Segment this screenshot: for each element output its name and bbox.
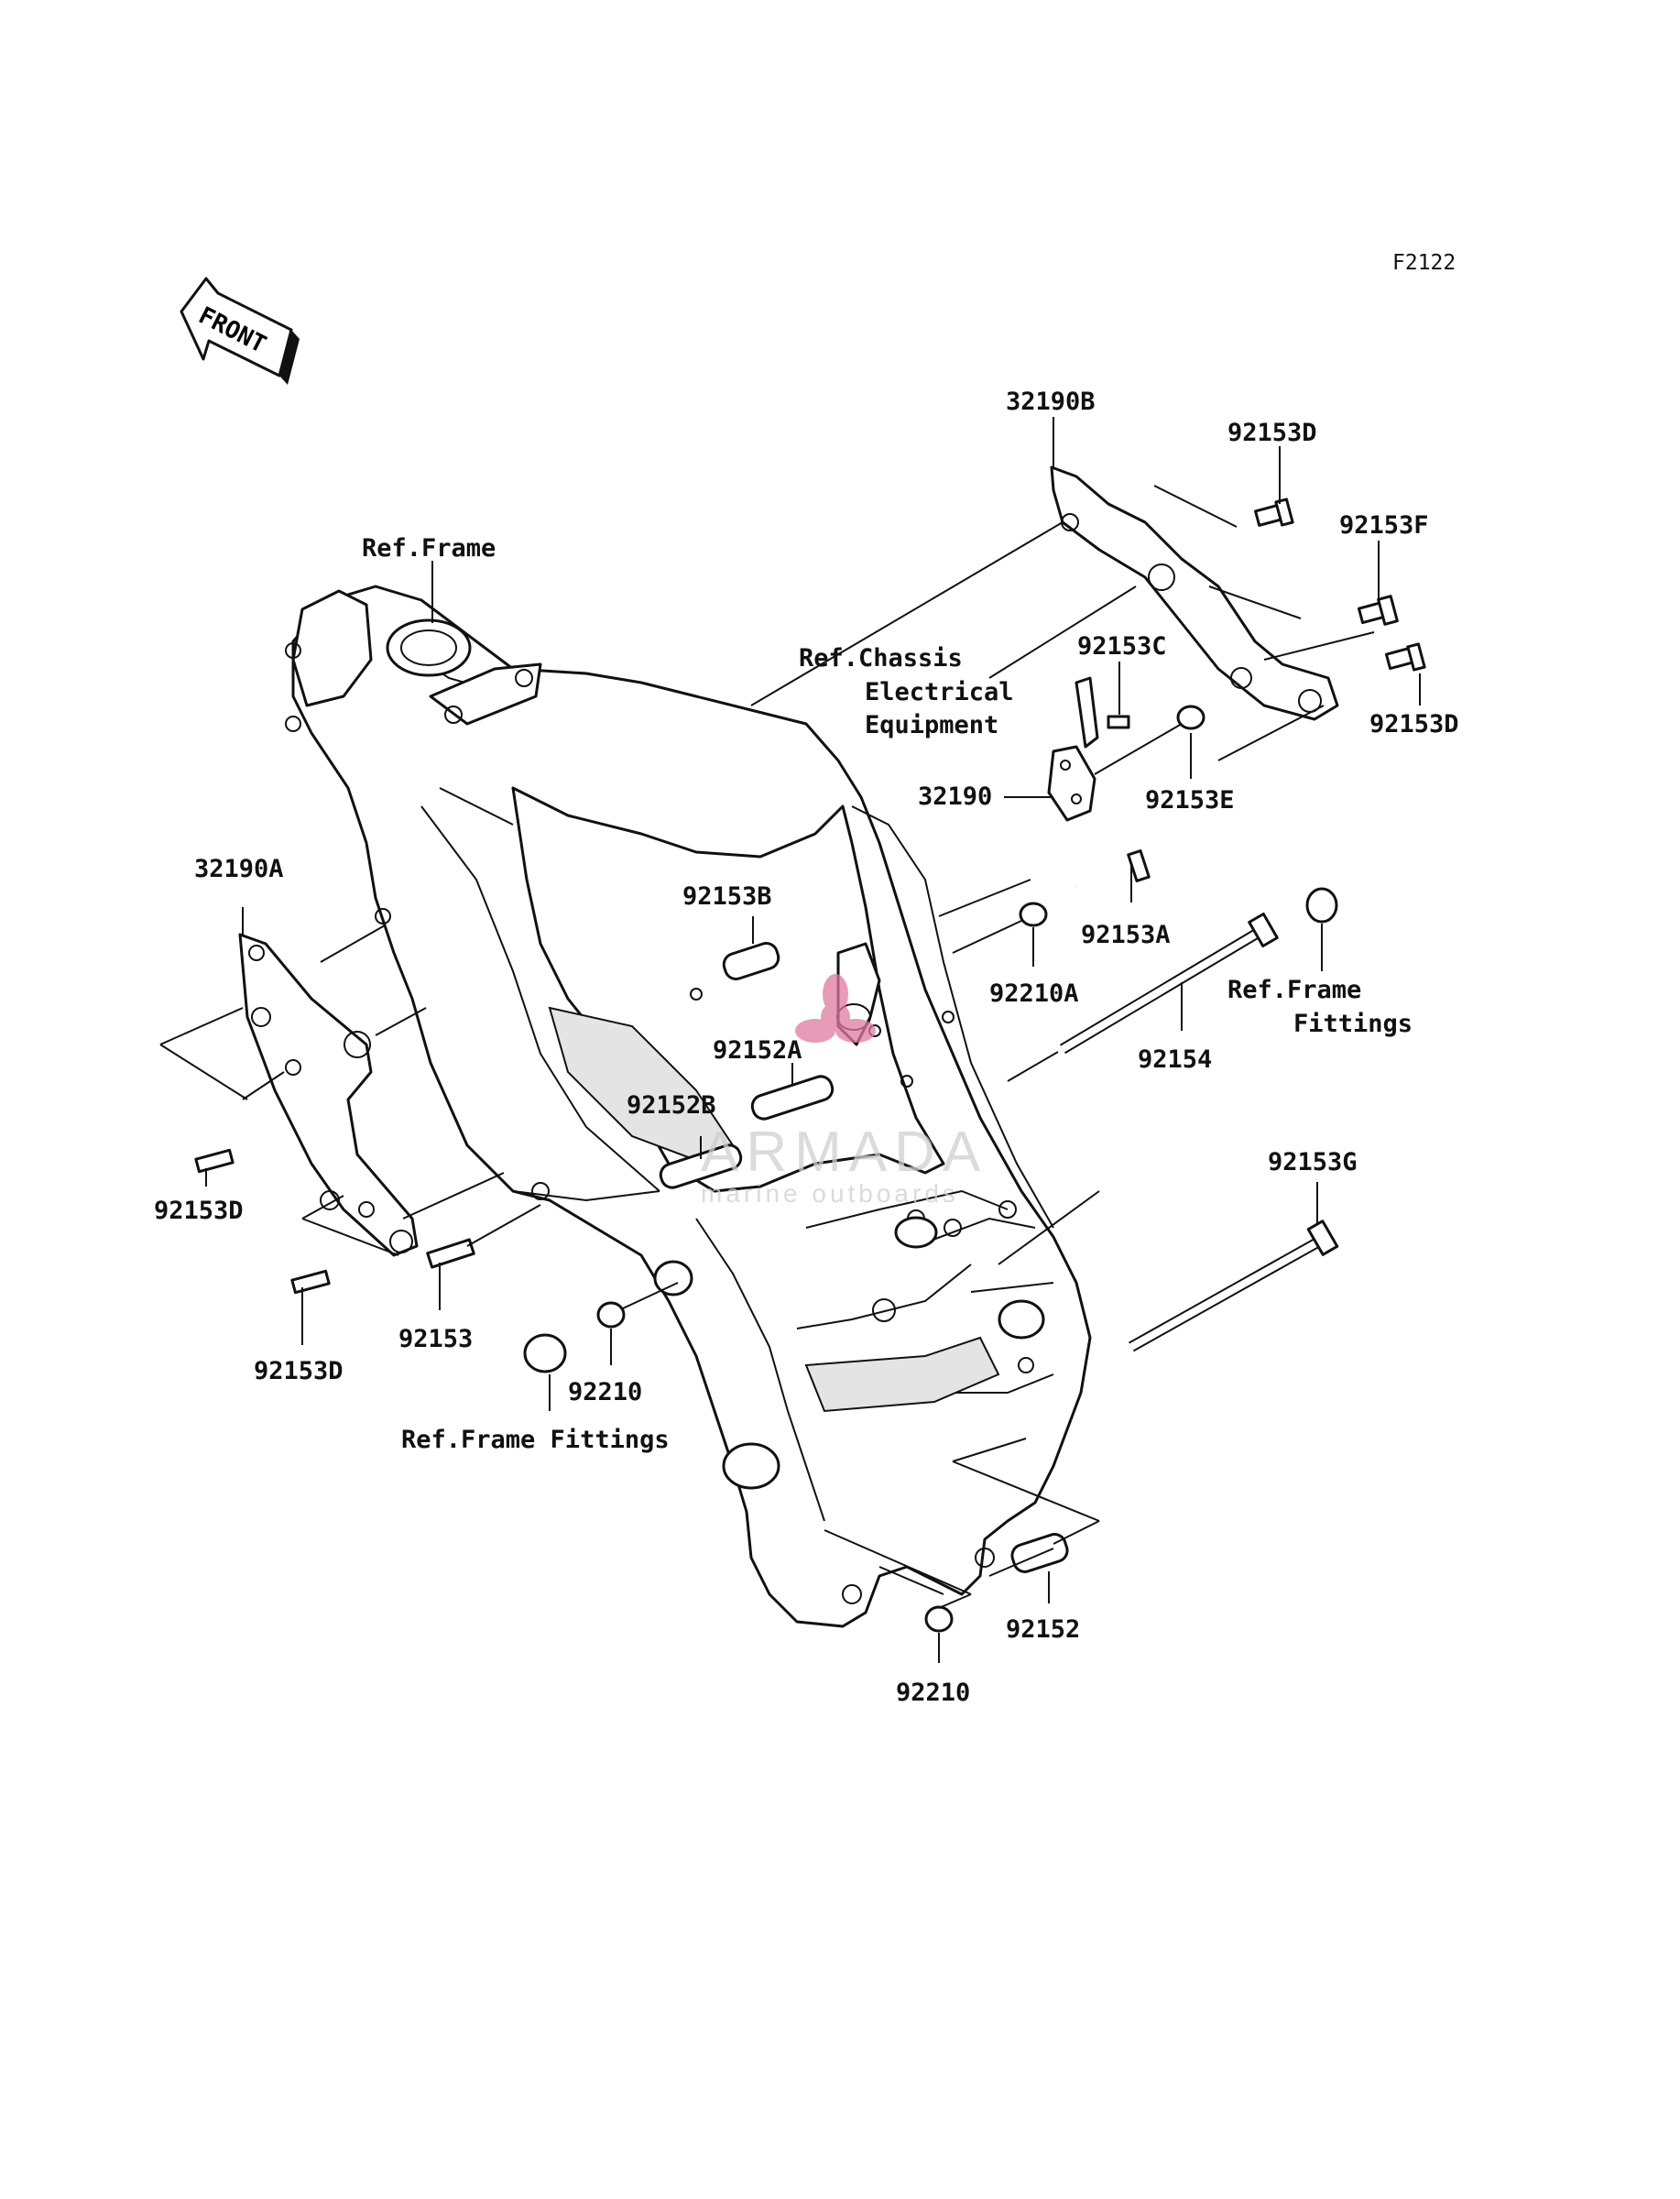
collar-92153e [1176,705,1205,730]
label-92153g: 92153G [1268,1148,1358,1176]
label-92153a: 92153A [1081,921,1171,949]
bolt-92153d-left1 [194,1148,235,1174]
bolt-92153a [1075,849,1151,890]
label-ref-chassis-1: Ref.Chassis [799,644,963,673]
label-32190: 32190 [918,782,992,811]
label-ref-chassis-3: Equipment [865,711,998,739]
nut-92210-bottom [924,1605,954,1633]
watermark-tagline: marine outboards [701,1179,959,1208]
fitting-ref-frame-bottom [523,1333,567,1373]
screw-92153c [1107,715,1130,729]
label-92153e: 92153E [1145,786,1235,815]
bolt-92153d-left2 [290,1269,331,1295]
label-92210: 92210 [568,1378,642,1406]
label-ref-frame-fit-r1: Ref.Frame [1227,976,1361,1004]
part-labels: 32190B 92153D 92153F Ref.Frame 92153C Re… [154,388,1459,1707]
label-92153d-left2: 92153D [254,1357,344,1385]
label-92154: 92154 [1138,1045,1212,1074]
label-92153d-right: 92153D [1369,710,1459,738]
bracket-32190 [1047,745,1096,822]
label-32190a: 32190A [194,855,284,883]
spacer-92152 [1010,1533,1069,1573]
label-92153c: 92153C [1077,632,1167,661]
fitting-ref-frame-right [1305,887,1338,924]
bolt-92153d-right [1384,642,1426,672]
label-ref-frame-top: Ref.Frame [362,534,496,563]
label-92153d-top: 92153D [1227,419,1317,447]
label-92152b: 92152B [627,1091,716,1120]
label-ref-frame-fit-r2: Fittings [1293,1010,1413,1038]
label-ref-frame-fittings-bottom: Ref.Frame Fittings [401,1426,670,1454]
bracket-32190a [238,933,419,1257]
front-arrow-icon: FRONT [180,277,300,385]
label-92152: 92152 [1006,1615,1080,1644]
watermark-brand: ARMADA [701,1121,987,1184]
label-92210a: 92210A [989,979,1079,1008]
label-32190b: 32190B [1006,388,1096,416]
figure-code: F2122 [1392,251,1456,275]
clip-92153c [1075,676,1099,749]
bolt-92154 [1059,913,1279,1055]
nut-92210-left [596,1301,626,1329]
hardware [194,498,1426,1633]
bolt-92153g [1129,1220,1339,1352]
spacer-92152a [750,1075,835,1121]
bushing-92153b [722,942,780,980]
main-frame-illustration [285,585,1092,1628]
label-92153: 92153 [398,1325,473,1353]
label-92153b: 92153B [682,882,772,911]
label-92152a: 92152A [713,1036,802,1065]
bolt-92153f [1357,595,1399,626]
watermark-logo: ARMADA marine outboards [701,974,987,1208]
label-92153f: 92153F [1339,511,1429,540]
nut-92210a [1019,902,1048,927]
label-92153d-left1: 92153D [154,1197,244,1225]
bolt-92153d-top [1254,498,1294,527]
bolt-92153 [426,1238,475,1269]
propeller-icon [795,974,876,1043]
leader-lines [159,417,1421,1663]
spacer-92152b [659,1143,743,1189]
label-ref-chassis-2: Electrical [865,678,1014,706]
label-92210-bottom: 92210 [896,1679,970,1707]
